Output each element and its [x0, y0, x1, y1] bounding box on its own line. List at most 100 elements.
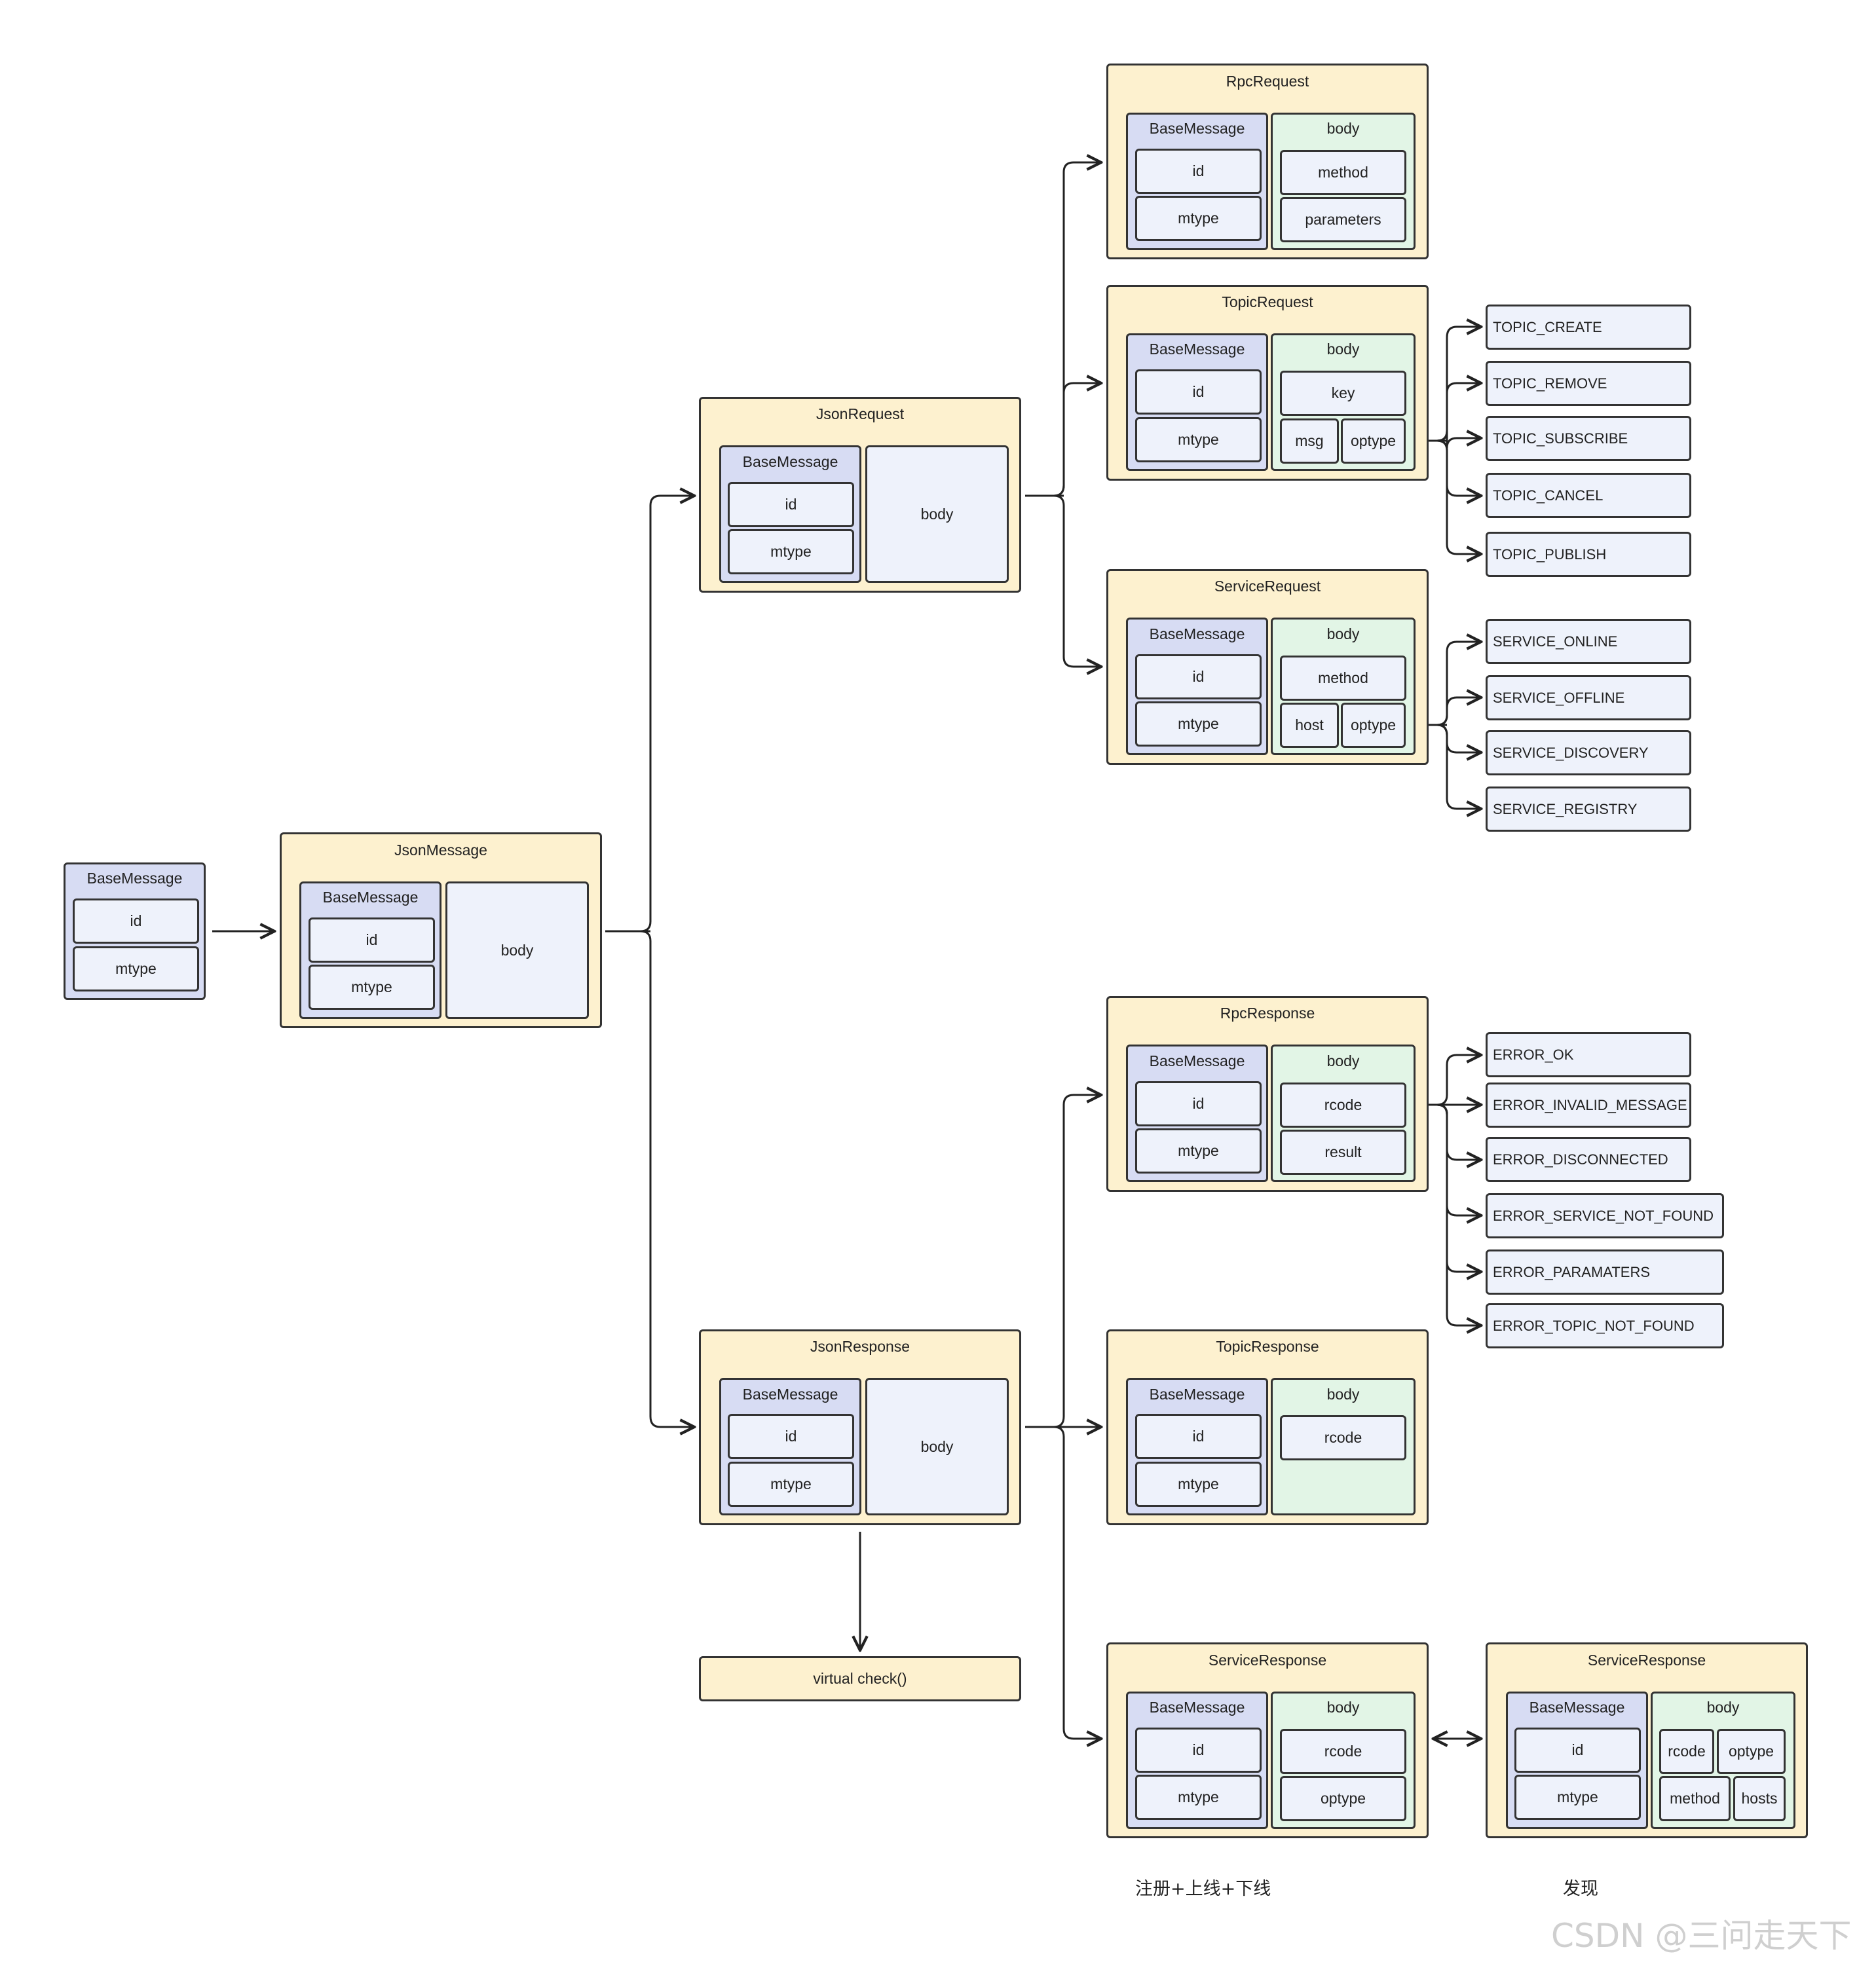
- arrows-service-optype-branch-2: [1436, 724, 1481, 752]
- service-response-mtype-field: mtype: [1135, 1775, 1262, 1820]
- arrows-jsonmessage-branch-0: [640, 496, 694, 933]
- service-response-optype-field-label: optype: [1320, 1790, 1366, 1807]
- service-response-title: ServiceResponse: [1208, 1652, 1327, 1669]
- service-response-discover-base-title: BaseMessage: [1529, 1699, 1625, 1716]
- arrows-rcode-branch-5: [1436, 1103, 1481, 1325]
- service-response-base-title: BaseMessage: [1149, 1699, 1245, 1716]
- service-request-mtype-field-label: mtype: [1178, 715, 1219, 732]
- json-response-body: body: [865, 1378, 1009, 1515]
- service-response-discover-mtype-field-label: mtype: [1557, 1788, 1598, 1805]
- topic-request-optype-field: optype: [1341, 418, 1406, 464]
- json-response-body-label: body: [920, 1437, 954, 1455]
- service-response-rcode-field: rcode: [1280, 1729, 1406, 1774]
- rpc-request-id-field: id: [1135, 149, 1262, 194]
- virtual-check-node-label: virtual check(): [813, 1670, 907, 1687]
- service-response-id-field: id: [1135, 1728, 1262, 1773]
- rpc-request-body-title: body: [1326, 120, 1360, 137]
- topic-response-mtype-field: mtype: [1135, 1462, 1262, 1507]
- service-response-discover-rcode-field: rcode: [1659, 1729, 1714, 1774]
- json-response-id-field: id: [728, 1414, 854, 1459]
- caption-discover: 发现: [1563, 1879, 1598, 1899]
- arrows-jsonmessage-branch-1: [640, 930, 694, 1427]
- json-message-id-field: id: [309, 917, 435, 963]
- service-request-body-title: body: [1326, 625, 1360, 642]
- json-response-title: JsonResponse: [810, 1338, 910, 1355]
- topic-request-base-title: BaseMessage: [1149, 341, 1245, 358]
- arrows-rcode-branch-0: [1436, 1055, 1481, 1106]
- virtual-check-node: virtual check(): [699, 1656, 1021, 1701]
- service-response-discover-id-field-label: id: [1571, 1741, 1584, 1758]
- service-request-host-field: host: [1280, 703, 1339, 748]
- service-response-mtype-field-label: mtype: [1178, 1788, 1219, 1805]
- rcode-1-label: ERROR_INVALID_MESSAGE: [1493, 1096, 1687, 1113]
- json-message-base-title: BaseMessage: [322, 889, 419, 906]
- service-response-optype-field: optype: [1280, 1776, 1406, 1821]
- json-response-mtype-field-label: mtype: [770, 1475, 812, 1492]
- topic-request-mtype-field-label: mtype: [1178, 431, 1219, 448]
- arrows-topic-optype-branch-3: [1436, 439, 1481, 496]
- service-request-title: ServiceRequest: [1214, 578, 1321, 595]
- rpc-response-body-title: body: [1326, 1052, 1360, 1069]
- service-response-discover-hosts-field-label: hosts: [1741, 1790, 1778, 1807]
- service-request-base-title: BaseMessage: [1149, 625, 1245, 642]
- topic-response-rcode-field-label: rcode: [1324, 1429, 1362, 1446]
- topic-request-title: TopicRequest: [1222, 293, 1313, 310]
- service-optype-0-label: SERVICE_ONLINE: [1493, 633, 1618, 650]
- arrows-jsonresponse-branch-0: [1053, 1095, 1101, 1428]
- base-message-title: BaseMessage: [86, 870, 183, 887]
- service-response-id-field-label: id: [1192, 1741, 1205, 1758]
- rpc-request-mtype-field: mtype: [1135, 196, 1262, 241]
- service-response-rcode-field-label: rcode: [1324, 1743, 1362, 1760]
- json-request-id-field-label: id: [785, 496, 797, 513]
- topic-request-id-field: id: [1135, 369, 1262, 415]
- json-request-title: JsonRequest: [816, 405, 905, 422]
- topic-request-msg-field-label: msg: [1295, 432, 1324, 449]
- service-response-discover-body-title: body: [1706, 1699, 1740, 1716]
- json-request-body-label: body: [920, 505, 954, 523]
- json-response-base-title: BaseMessage: [742, 1386, 838, 1403]
- json-response-mtype-field: mtype: [728, 1462, 854, 1507]
- rpc-response-result-field: result: [1280, 1130, 1406, 1175]
- json-message-body-label: body: [500, 941, 534, 959]
- topic-request-key-field: key: [1280, 371, 1406, 416]
- rpc-request-parameters-field: parameters: [1280, 197, 1406, 242]
- rpc-request-method-field: method: [1280, 150, 1406, 195]
- service-response-discover-rcode-field-label: rcode: [1668, 1743, 1706, 1760]
- topic-optype-2: TOPIC_SUBSCRIBE: [1486, 416, 1691, 461]
- rcode-5: ERROR_TOPIC_NOT_FOUND: [1486, 1303, 1724, 1348]
- service-response-discover-optype-field: optype: [1717, 1729, 1786, 1774]
- base-message-mtype-field: mtype: [73, 946, 199, 991]
- service-response-discover-id-field: id: [1514, 1728, 1641, 1773]
- base-message-id-field-label: id: [130, 912, 142, 929]
- rpc-response-base-title: BaseMessage: [1149, 1052, 1245, 1069]
- topic-optype-1-label: TOPIC_REMOVE: [1493, 375, 1607, 392]
- topic-optype-1: TOPIC_REMOVE: [1486, 361, 1691, 406]
- json-message-mtype-field: mtype: [309, 965, 435, 1010]
- json-message-mtype-field-label: mtype: [351, 978, 392, 995]
- rpc-request-parameters-field-label: parameters: [1305, 211, 1381, 228]
- topic-optype-0: TOPIC_CREATE: [1486, 305, 1691, 350]
- service-response-discover-optype-field-label: optype: [1728, 1743, 1774, 1760]
- rcode-0: ERROR_OK: [1486, 1032, 1691, 1077]
- rpc-response-rcode-field: rcode: [1280, 1083, 1406, 1128]
- arrows-service-optype-branch-1: [1436, 697, 1481, 726]
- rcode-3: ERROR_SERVICE_NOT_FOUND: [1486, 1193, 1724, 1238]
- topic-optype-2-label: TOPIC_SUBSCRIBE: [1493, 430, 1628, 447]
- rpc-response-rcode-field-label: rcode: [1324, 1096, 1362, 1113]
- service-optype-1: SERVICE_OFFLINE: [1486, 675, 1691, 720]
- rpc-request-title: RpcRequest: [1226, 73, 1309, 90]
- topic-optype-3-label: TOPIC_CANCEL: [1493, 487, 1604, 504]
- rpc-response-result-field-label: result: [1324, 1143, 1362, 1160]
- rcode-2-label: ERROR_DISCONNECTED: [1493, 1151, 1668, 1168]
- service-request-mtype-field: mtype: [1135, 701, 1262, 747]
- topic-request-id-field-label: id: [1192, 383, 1205, 400]
- topic-response-base-title: BaseMessage: [1149, 1386, 1245, 1403]
- rpc-response-title: RpcResponse: [1220, 1005, 1315, 1022]
- json-response-id-field-label: id: [785, 1428, 797, 1445]
- json-message-title: JsonMessage: [394, 842, 487, 859]
- service-request-method-field-label: method: [1318, 669, 1368, 686]
- topic-optype-0-label: TOPIC_CREATE: [1493, 318, 1602, 335]
- rpc-response-mtype-field: mtype: [1135, 1128, 1262, 1174]
- service-request-id-field: id: [1135, 654, 1262, 699]
